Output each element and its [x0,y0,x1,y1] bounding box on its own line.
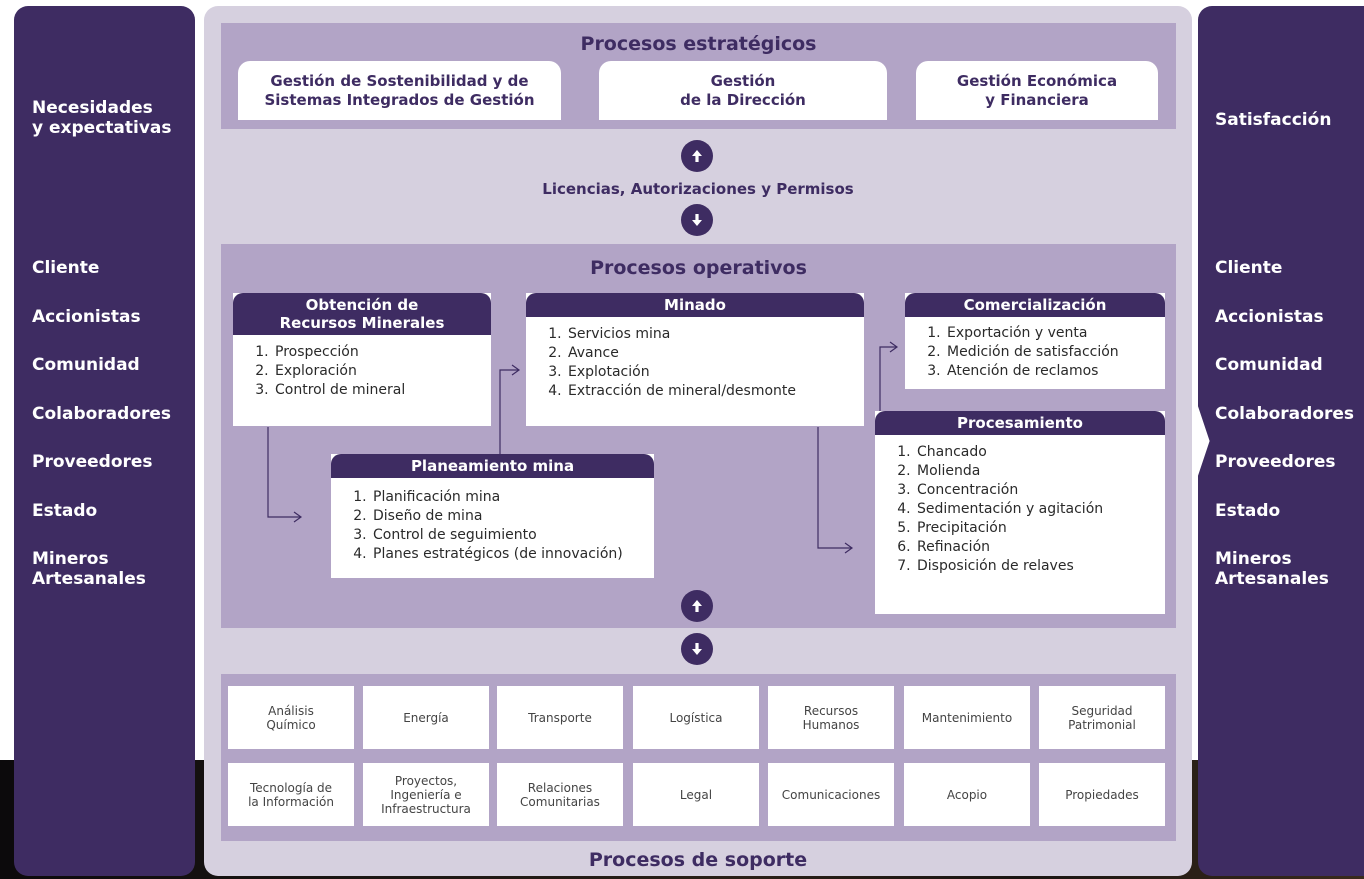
support-title: Procesos de soporte [588,849,808,871]
arrow-up-icon [681,140,713,172]
support-cell: Relaciones Comunitarias [497,763,623,826]
right-stakeholder-list: Cliente Accionistas Comunidad Colaborado… [1215,258,1354,598]
list-item: Servicios mina [566,325,864,344]
list-item: Atención de reclamos [945,362,1165,381]
stakeholder-item: Comunidad [1215,355,1323,375]
list-item: Explotación [566,363,864,382]
operative-title: Procesos operativos [590,257,807,279]
list-item: Exploración [273,362,491,381]
support-cell: Seguridad Patrimonial [1039,686,1165,749]
list-item: Medición de satisfacción [945,343,1165,362]
box-minado-list: Servicios mina Avance Explotación Extrac… [526,317,864,401]
stakeholder-item: Colaboradores [1215,403,1355,424]
box-minado-title: Minado [526,293,864,317]
stakeholder-item: Proveedores [32,452,153,472]
licences-label: Licencias, Autorizaciones y Permisos [542,180,854,198]
strategic-box-finance: Gestión Económica y Financiera [916,61,1158,120]
box-comercializacion-title: Comercialización [905,293,1165,317]
box-obtencion-title: Obtención de Recursos Minerales [233,293,491,335]
stakeholder-item: Accionistas [32,306,141,327]
support-cell: Tecnología de la Información [228,763,354,826]
box-comercializacion-list: Exportación y venta Medición de satisfac… [905,317,1165,381]
list-item: Refinación [915,538,1165,557]
list-item: Planes estratégicos (de innovación) [371,545,654,564]
box-planeamiento-list: Planificación mina Diseño de mina Contro… [331,478,654,564]
support-cell: Legal [633,763,759,826]
list-item: Concentración [915,481,1165,500]
box-obtencion-list: Prospección Exploración Control de miner… [233,335,491,400]
list-item: Extracción de mineral/desmonte [566,382,864,401]
arrow-up-icon [681,590,713,622]
list-item: Molienda [915,462,1165,481]
stakeholder-item: Estado [1215,500,1281,521]
box-planeamiento: Planeamiento mina Planificación mina Dis… [331,454,654,578]
stakeholder-item: Mineros Artesanales [32,549,146,589]
right-panel: Satisfacción Cliente Accionistas Comunid… [1198,6,1364,876]
stakeholder-item: Mineros Artesanales [1215,549,1329,589]
strategic-title: Procesos estratégicos [580,33,817,55]
support-cell: Logística [633,686,759,749]
box-comercializacion: Comercialización Exportación y venta Med… [905,293,1165,389]
list-item: Sedimentación y agitación [915,500,1165,519]
box-procesamiento-title: Procesamiento [875,411,1165,435]
strategic-box-direction: Gestión de la Dirección [599,61,887,120]
list-item: Prospección [273,343,491,362]
stakeholder-item: Colaboradores [32,403,172,424]
support-cell: Recursos Humanos [768,686,894,749]
support-cell: Comunicaciones [768,763,894,826]
stakeholder-item: Cliente [32,258,100,278]
support-cell: Proyectos, Ingeniería e Infraestructura [363,763,489,826]
support-cell: Energía [363,686,489,749]
box-planeamiento-title: Planeamiento mina [331,454,654,478]
list-item: Disposición de relaves [915,557,1165,576]
arrow-down-icon [681,204,713,236]
support-cell: Acopio [904,763,1030,826]
list-item: Control de seguimiento [371,526,654,545]
list-item: Chancado [915,443,1165,462]
list-item: Precipitación [915,519,1165,538]
box-procesamiento-list: Chancado Molienda Concentración Sediment… [875,435,1165,576]
support-cell: Propiedades [1039,763,1165,826]
list-item: Control de mineral [273,381,491,400]
box-minado: Minado Servicios mina Avance Explotación… [526,293,864,426]
arrow-down-icon [681,633,713,665]
stakeholder-item: Cliente [1215,258,1283,278]
stakeholder-item: Comunidad [32,355,140,375]
list-item: Exportación y venta [945,324,1165,343]
support-cell: Mantenimiento [904,686,1030,749]
stakeholder-item: Proveedores [1215,452,1336,472]
left-panel: Necesidades y expectativas Cliente Accio… [14,6,195,876]
list-item: Planificación mina [371,488,654,507]
box-procesamiento: Procesamiento Chancado Molienda Concentr… [875,411,1165,614]
strategic-box-sustainability: Gestión de Sostenibilidad y de Sistemas … [238,61,561,120]
box-obtencion: Obtención de Recursos Minerales Prospecc… [233,293,491,426]
stakeholder-item: Accionistas [1215,306,1324,327]
support-cell: Análisis Químico [228,686,354,749]
satisfaction-header: Satisfacción [1215,110,1332,130]
support-cell: Transporte [497,686,623,749]
list-item: Avance [566,344,864,363]
needs-header: Necesidades y expectativas [32,98,172,138]
stakeholder-item: Estado [32,500,98,521]
left-stakeholder-list: Cliente Accionistas Comunidad Colaborado… [32,258,171,598]
list-item: Diseño de mina [371,507,654,526]
